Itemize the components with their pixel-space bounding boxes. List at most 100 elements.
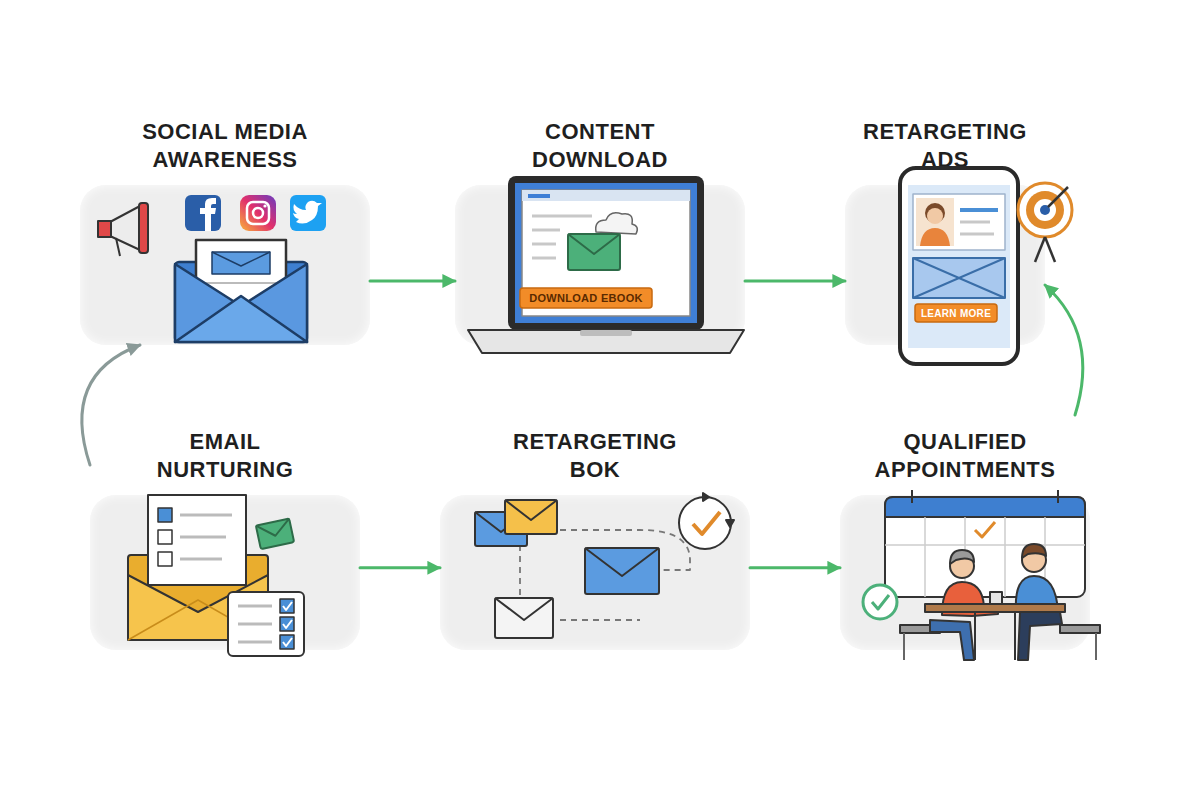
stage-title: RETARGETING ADS (845, 100, 1045, 173)
email-list-icon (158, 552, 172, 566)
meeting-icon (885, 544, 1085, 546)
stage-panel: EMAIL NURTURING (90, 415, 360, 650)
meeting-icon (863, 585, 897, 619)
target-icon (1034, 199, 1056, 221)
email-list-icon (180, 514, 232, 517)
flow-arrow (745, 280, 845, 283)
meeting-icon (1057, 490, 1059, 503)
meeting-icon (1022, 548, 1046, 572)
meeting-icon (1004, 517, 1006, 597)
phone-icon (925, 203, 945, 223)
envelope-icon (241, 264, 307, 342)
email-list-icon (128, 555, 268, 640)
panel-background (80, 185, 370, 345)
email-sequence-icon (505, 500, 557, 534)
panel-background (840, 495, 1090, 650)
email-list-icon (256, 519, 294, 550)
phone-icon (913, 258, 1005, 298)
stage-panel: RETARGETING BOK (440, 415, 750, 650)
laptop-icon (528, 194, 550, 198)
email-sequence-icon (726, 520, 734, 527)
stage-panel: SOCIAL MEDIA AWARENESS (80, 100, 370, 345)
meeting-icon (975, 522, 995, 537)
target-icon (1045, 237, 1055, 262)
stage-title: CONTENT DOWNLOAD (500, 100, 700, 173)
phone-icon (913, 258, 1005, 298)
email-sequence-icon (475, 512, 527, 532)
panel-background (845, 185, 1045, 345)
email-sequence-icon (475, 493, 734, 638)
laptop-icon (532, 243, 556, 246)
twitter-icon (293, 201, 322, 224)
phone-icon (927, 208, 943, 224)
meeting-icon (1022, 544, 1046, 558)
laptop-icon (468, 330, 744, 353)
email-list-icon (283, 602, 292, 610)
megaphone-icon (98, 221, 111, 237)
meeting-icon (990, 592, 1002, 604)
flow-arrow (750, 566, 840, 569)
email-sequence-icon (679, 497, 731, 549)
panel-background (90, 495, 360, 650)
megaphone-icon (110, 206, 140, 250)
envelope-icon (212, 252, 270, 266)
meeting-icon (863, 490, 1100, 660)
envelope-icon (175, 240, 307, 342)
email-list-icon (180, 558, 222, 561)
meeting-icon (950, 554, 974, 578)
meeting-icon (885, 497, 1085, 517)
laptop-icon (468, 176, 744, 353)
twitter-icon (290, 195, 326, 231)
stage-title: SOCIAL MEDIA AWARENESS (105, 100, 345, 173)
email-list-icon (158, 508, 172, 522)
envelope-icon (175, 262, 307, 342)
laptop-icon (532, 215, 592, 218)
phone-icon (960, 233, 994, 236)
instagram-icon (253, 208, 263, 218)
megaphone-icon (98, 203, 148, 256)
phone-icon (908, 185, 1010, 348)
stage-panel: QUALIFIED APPOINTMENTS (840, 415, 1090, 650)
instagram-icon (263, 204, 266, 207)
email-sequence-icon (495, 598, 553, 638)
phone-icon (915, 304, 997, 322)
email-list-icon (128, 575, 268, 640)
laptop-icon (580, 330, 632, 336)
megaphone-icon (139, 203, 148, 253)
laptop-icon (508, 176, 704, 330)
phone-icon (916, 198, 954, 246)
laptop-icon (596, 213, 638, 234)
target-icon (1040, 205, 1050, 215)
email-sequence-icon (703, 493, 709, 501)
instagram-icon (240, 195, 276, 231)
meeting-icon (974, 612, 976, 660)
instagram-icon (240, 195, 276, 231)
flow-arrow (82, 345, 140, 465)
email-list-icon (283, 620, 292, 628)
email-sequence-icon (585, 548, 659, 576)
facebook-icon (185, 195, 221, 231)
meeting-icon (925, 604, 1065, 612)
envelope-icon (206, 282, 276, 284)
email-list-icon (148, 495, 246, 585)
email-list-icon (180, 536, 226, 539)
flow-arrow (360, 566, 440, 569)
email-list-icon (128, 600, 268, 640)
panel-background (440, 495, 750, 650)
email-list-icon (158, 530, 172, 544)
email-list-icon (256, 519, 294, 550)
meeting-icon (1018, 612, 1062, 660)
flow-arrow (370, 280, 455, 283)
meeting-icon (924, 517, 926, 597)
phone-icon (960, 208, 998, 212)
phone-icon (920, 228, 950, 246)
meeting-icon (964, 517, 966, 597)
stage-title: RETARGETING BOK (495, 415, 695, 483)
button-label: LEARN MORE (915, 304, 997, 322)
megaphone-icon (116, 238, 120, 256)
email-list-icon (238, 605, 272, 608)
phone-icon (900, 168, 1018, 364)
phone-icon (913, 258, 1005, 298)
panel-background (455, 185, 745, 345)
stage-title: QUALIFIED APPOINTMENTS (835, 415, 1095, 483)
